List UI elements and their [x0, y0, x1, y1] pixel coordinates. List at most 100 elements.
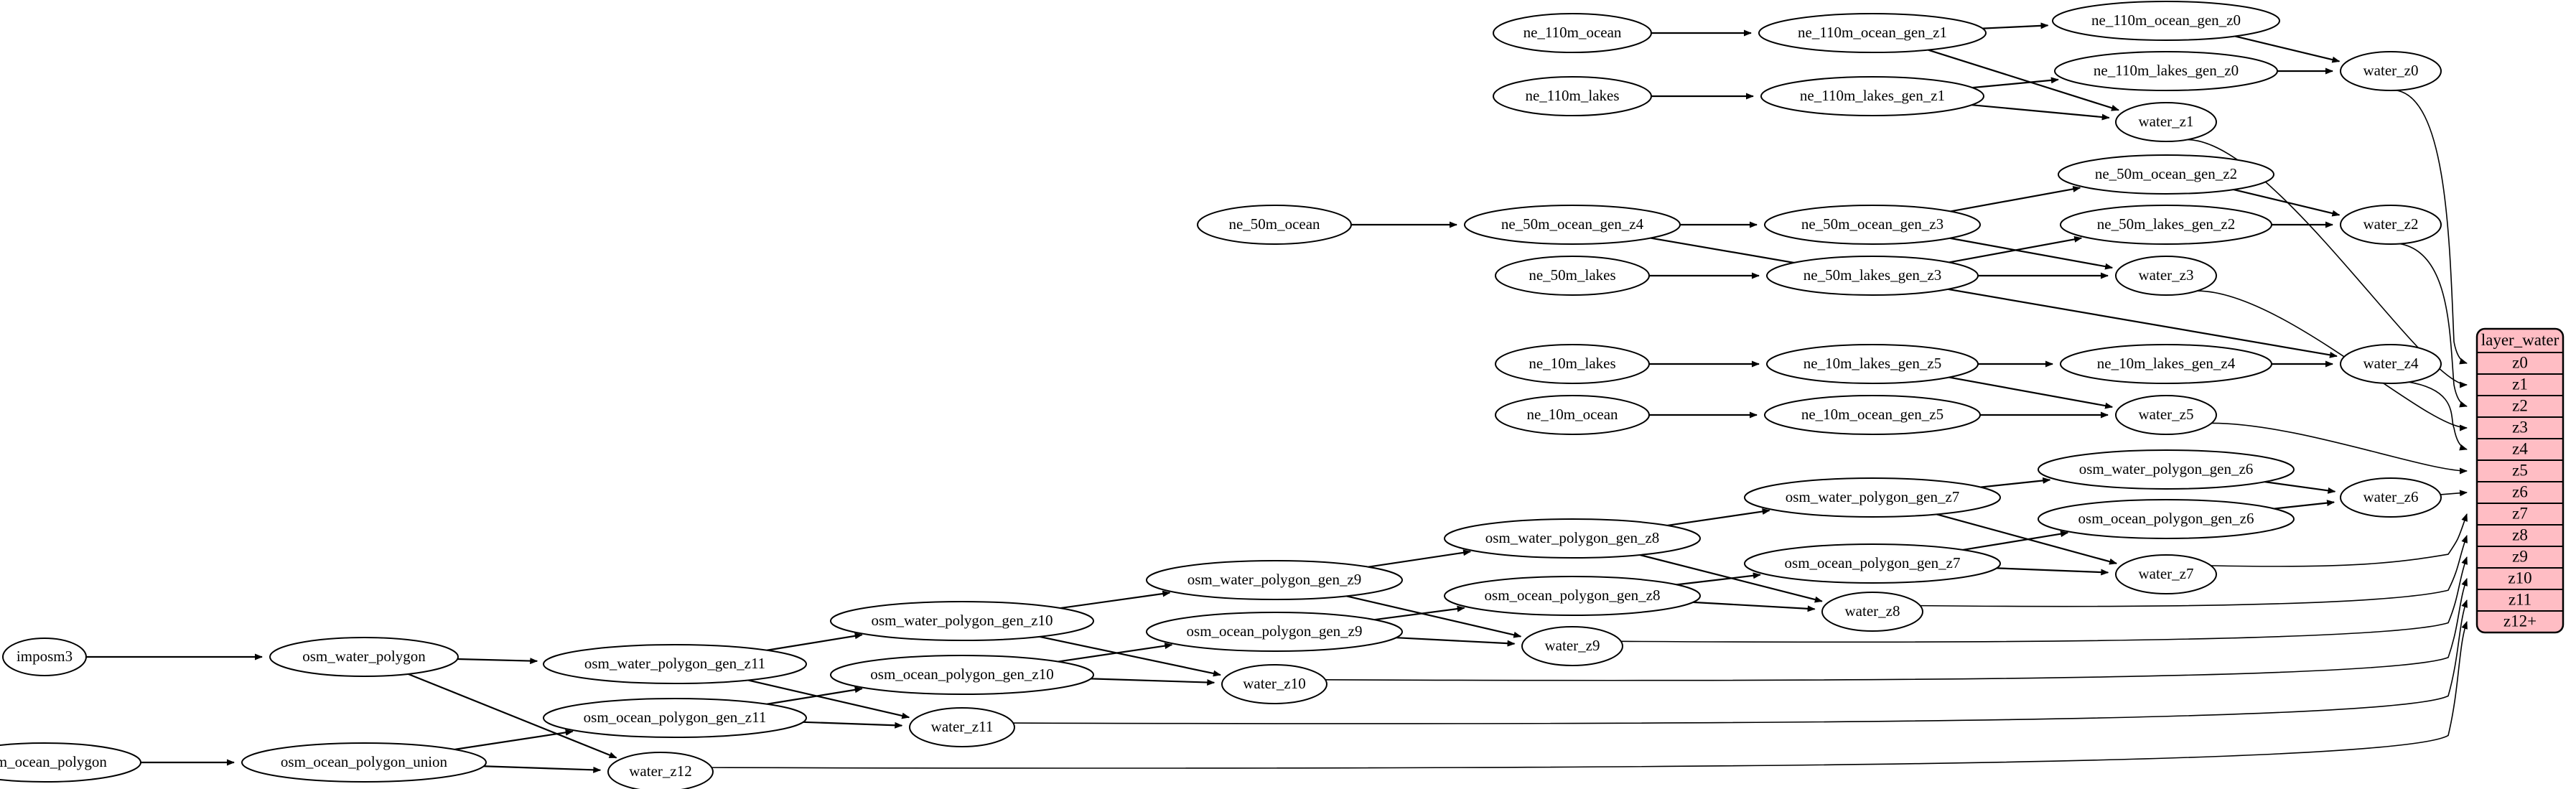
- layer-water-row-z11[interactable]: z11: [2478, 590, 2562, 610]
- layer-water-row-hit-z11[interactable]: [2478, 590, 2562, 610]
- node-water_z0[interactable]: water_z0: [2340, 51, 2442, 91]
- layer-water-row-z4[interactable]: z4: [2478, 439, 2562, 459]
- layer-water-row-hit-z3[interactable]: [2478, 418, 2562, 438]
- node-osm_ocean_polygon_gen_z10[interactable]: osm_ocean_polygon_gen_z10: [830, 655, 1094, 695]
- edge-osm_ocean_polygon_gen_z10-to-water_z10: [1091, 678, 1215, 686]
- node-shape-imposm3: [2, 638, 87, 676]
- node-ne_50m_ocean_gen_z3[interactable]: ne_50m_ocean_gen_z3: [1764, 205, 1981, 245]
- edge-osm_ocean_polygon_gen_z7-to-osm_ocean_polygon_gen_z6: [1962, 531, 2069, 551]
- layer-water-row-z2[interactable]: z2: [2478, 396, 2562, 416]
- layer-water-row-z7[interactable]: z7: [2478, 504, 2562, 524]
- edge-water_z9-to-layer_water_z9: [1620, 556, 2468, 643]
- node-ne_50m_lakes[interactable]: ne_50m_lakes: [1495, 256, 1650, 296]
- node-imposm3[interactable]: imposm3: [2, 638, 87, 676]
- layer-water-row-z0[interactable]: z0: [2478, 353, 2562, 373]
- node-shape-water_z6: [2340, 477, 2442, 518]
- layer-water-row-z12plus[interactable]: z12+: [2478, 612, 2562, 632]
- layer-water-node[interactable]: layer_waterz0z1z2z3z4z5z6z7z8z9z10z11z12…: [2475, 327, 2565, 634]
- layer-water-row-z8[interactable]: z8: [2478, 526, 2562, 546]
- node-shape-water_z12: [607, 752, 714, 789]
- edge-water_z4-to-layer_water_z4: [2409, 381, 2468, 451]
- node-ne_10m_lakes[interactable]: ne_10m_lakes: [1495, 344, 1650, 384]
- node-shape-ne_10m_lakes_gen_z4: [2060, 344, 2272, 384]
- node-water_z7[interactable]: water_z7: [2115, 554, 2217, 594]
- layer-water-row-hit-z7[interactable]: [2478, 504, 2562, 524]
- node-shape-osm_ocean_polygon_gen_z6: [2038, 499, 2295, 539]
- node-shape-osm_water_polygon_gen_z7: [1744, 477, 2001, 518]
- node-ne_110m_lakes[interactable]: ne_110m_lakes: [1493, 76, 1652, 116]
- node-osm_ocean_polygon_gen_z11[interactable]: osm_ocean_polygon_gen_z11: [543, 698, 807, 738]
- node-ne_110m_lakes_gen_z1[interactable]: ne_110m_lakes_gen_z1: [1760, 76, 1984, 116]
- node-ne_10m_lakes_gen_z5[interactable]: ne_10m_lakes_gen_z5: [1766, 344, 1979, 384]
- node-water_z3[interactable]: water_z3: [2115, 256, 2217, 296]
- layer-water-row-hit-z9[interactable]: [2478, 547, 2562, 567]
- edge-ne_110m_ocean_gen_z1-to-ne_110m_ocean_gen_z0: [1982, 22, 2049, 29]
- layer-water-table: layer_waterz0z1z2z3z4z5z6z7z8z9z10z11z12…: [2475, 327, 2565, 634]
- layer-water-row-z5[interactable]: z5: [2478, 461, 2562, 481]
- edge-water_z10-to-layer_water_z10: [1325, 578, 2468, 681]
- node-osm_water_polygon_gen_z8[interactable]: osm_water_polygon_gen_z8: [1444, 518, 1701, 559]
- node-ne_50m_lakes_gen_z2[interactable]: ne_50m_lakes_gen_z2: [2060, 205, 2272, 245]
- node-ne_10m_ocean_gen_z5[interactable]: ne_10m_ocean_gen_z5: [1764, 395, 1981, 435]
- node-water_z6[interactable]: water_z6: [2340, 477, 2442, 518]
- node-water_z10[interactable]: water_z10: [1221, 664, 1327, 704]
- node-water_z11[interactable]: water_z11: [909, 707, 1015, 747]
- node-ne_110m_ocean[interactable]: ne_110m_ocean: [1493, 13, 1652, 53]
- node-shape-osm_ocean_polygon_gen_z8: [1444, 576, 1701, 616]
- node-shape-ne_10m_ocean: [1495, 395, 1650, 435]
- node-ne_110m_ocean_gen_z1[interactable]: ne_110m_ocean_gen_z1: [1758, 13, 1987, 53]
- node-osm_water_polygon[interactable]: osm_water_polygon: [269, 637, 459, 677]
- edge-water_z7-to-layer_water_z7: [2211, 513, 2468, 567]
- node-ne_50m_ocean_gen_z4[interactable]: ne_50m_ocean_gen_z4: [1464, 205, 1681, 245]
- layer-water-row-hit-z12plus[interactable]: [2478, 612, 2562, 632]
- layer-water-row-hit-z4[interactable]: [2478, 439, 2562, 459]
- node-shape-osm_ocean_polygon_gen_z9: [1146, 612, 1403, 652]
- layer-water-row-hit-z6[interactable]: [2478, 482, 2562, 503]
- node-osm_water_polygon_gen_z9[interactable]: osm_water_polygon_gen_z9: [1146, 560, 1403, 600]
- layer-water-row-z10[interactable]: z10: [2478, 569, 2562, 589]
- node-osm_water_polygon_gen_z6[interactable]: osm_water_polygon_gen_z6: [2038, 449, 2295, 490]
- node-shape-ne_110m_lakes_gen_z1: [1760, 76, 1984, 116]
- node-osm_ocean_polygon_gen_z9[interactable]: osm_ocean_polygon_gen_z9: [1146, 612, 1403, 652]
- node-ne_10m_ocean[interactable]: ne_10m_ocean: [1495, 395, 1650, 435]
- node-shape-osm_water_polygon: [269, 637, 459, 677]
- node-osm_ocean_polygon_gen_z8[interactable]: osm_ocean_polygon_gen_z8: [1444, 576, 1701, 616]
- node-osm_ocean_polygon_union[interactable]: osm_ocean_polygon_union: [241, 742, 487, 783]
- layer-water-row-hit-z10[interactable]: [2478, 569, 2562, 589]
- edge-osm_water_polygon-to-osm_water_polygon_gen_z11: [457, 658, 538, 665]
- node-water_z8[interactable]: water_z8: [1821, 592, 1923, 632]
- node-ne_110m_lakes_gen_z0[interactable]: ne_110m_lakes_gen_z0: [2054, 51, 2278, 91]
- layer-water-row-z9[interactable]: z9: [2478, 547, 2562, 567]
- layer-water-row-hit-z2[interactable]: [2478, 396, 2562, 416]
- node-shape-water_z0: [2340, 51, 2442, 91]
- node-shape-water_z7: [2115, 554, 2217, 594]
- node-water_z12[interactable]: water_z12: [607, 752, 714, 789]
- node-ne_50m_lakes_gen_z3[interactable]: ne_50m_lakes_gen_z3: [1766, 256, 1979, 296]
- node-ne_110m_ocean_gen_z0[interactable]: ne_110m_ocean_gen_z0: [2052, 1, 2280, 41]
- node-water_z9[interactable]: water_z9: [1521, 626, 1623, 666]
- node-water_z2[interactable]: water_z2: [2340, 205, 2442, 245]
- layer-water-row-hit-z1[interactable]: [2478, 375, 2562, 395]
- node-osm_ocean_polygon_gen_z7[interactable]: osm_ocean_polygon_gen_z7: [1744, 543, 2001, 584]
- node-osm_ocean_polygon[interactable]: osm_ocean_polygon: [0, 742, 141, 783]
- node-osm_water_polygon_gen_z11[interactable]: osm_water_polygon_gen_z11: [543, 644, 807, 684]
- layer-water-row-z6[interactable]: z6: [2478, 482, 2562, 503]
- edge-water_z12-to-layer_water_z12_: [711, 621, 2468, 769]
- node-ne_50m_ocean_gen_z2[interactable]: ne_50m_ocean_gen_z2: [2058, 154, 2274, 195]
- node-water_z4[interactable]: water_z4: [2340, 344, 2442, 384]
- node-osm_ocean_polygon_gen_z6[interactable]: osm_ocean_polygon_gen_z6: [2038, 499, 2295, 539]
- layer-water-row-hit-z0[interactable]: [2478, 353, 2562, 373]
- layer-water-row-hit-z8[interactable]: [2478, 526, 2562, 546]
- node-water_z5[interactable]: water_z5: [2115, 395, 2217, 435]
- layer-water-row-z1[interactable]: z1: [2478, 375, 2562, 395]
- layer-water-row-hit-z5[interactable]: [2478, 461, 2562, 481]
- node-osm_water_polygon_gen_z7[interactable]: osm_water_polygon_gen_z7: [1744, 477, 2001, 518]
- node-shape-water_z5: [2115, 395, 2217, 435]
- layer-water-body: [2475, 327, 2565, 634]
- node-shape-ne_110m_lakes: [1493, 76, 1652, 116]
- node-water_z1[interactable]: water_z1: [2115, 102, 2217, 142]
- node-ne_50m_ocean[interactable]: ne_50m_ocean: [1197, 205, 1352, 245]
- node-ne_10m_lakes_gen_z4[interactable]: ne_10m_lakes_gen_z4: [2060, 344, 2272, 384]
- layer-water-row-z3[interactable]: z3: [2478, 418, 2562, 438]
- node-osm_water_polygon_gen_z10[interactable]: osm_water_polygon_gen_z10: [830, 601, 1094, 641]
